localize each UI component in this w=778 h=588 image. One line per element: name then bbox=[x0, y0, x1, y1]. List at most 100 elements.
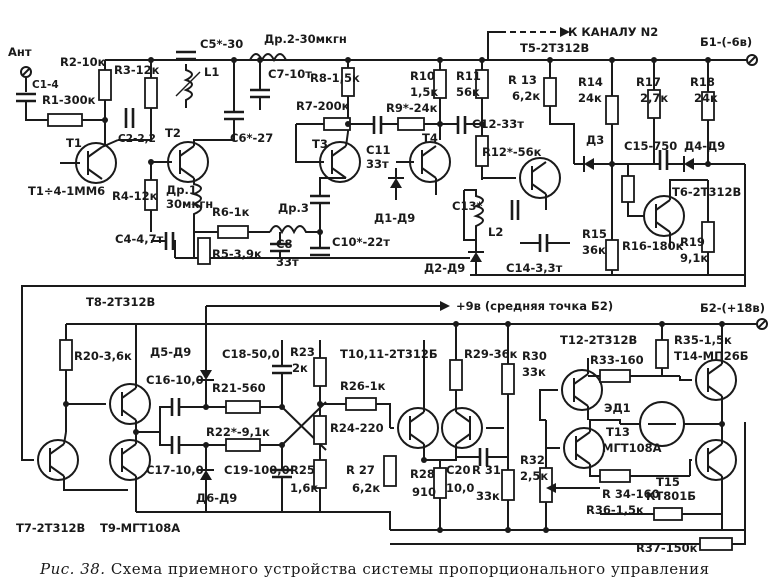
transistor-t12 bbox=[539, 358, 603, 421]
c11-label: C11 bbox=[366, 143, 390, 157]
r32-label: R32 bbox=[520, 453, 545, 467]
inductor-dr3 bbox=[269, 225, 320, 235]
transistor-t4 bbox=[396, 141, 451, 195]
r22-label: R22*-9,1к bbox=[206, 425, 270, 439]
t13-label: T13 bbox=[606, 425, 630, 439]
channel-2-tap bbox=[487, 31, 500, 60]
r11-label: R11 bbox=[456, 69, 481, 83]
r23-label: R23 bbox=[290, 345, 315, 359]
r15-value: 36к bbox=[582, 243, 606, 257]
c19-label: C19-100,0 bbox=[224, 463, 290, 477]
resistor-r34 bbox=[599, 469, 631, 483]
t5-label: T5-2Т312В bbox=[520, 41, 589, 55]
r18-value: 24к bbox=[694, 91, 718, 105]
resistor-r21 bbox=[225, 400, 261, 414]
resistor-r26 bbox=[345, 397, 377, 411]
figure-title: Схема приемного устройства системы пропо… bbox=[110, 560, 710, 578]
c15-label: C15-750 bbox=[624, 139, 677, 153]
top-channel-label: К КАНАЛУ N2 bbox=[568, 25, 658, 39]
capacitor-c16 bbox=[159, 398, 226, 432]
dr3-label: Др.3 bbox=[278, 201, 309, 215]
r5-label: R5-3,9к bbox=[212, 247, 262, 261]
r24-label: R24-220 bbox=[330, 421, 384, 435]
c8-value: 33т bbox=[276, 255, 299, 269]
t3-label: T3 bbox=[312, 137, 328, 151]
capacitor-c7 bbox=[250, 60, 270, 110]
c1-label: C1-4 bbox=[32, 79, 59, 91]
r12-label: R12*-56к bbox=[482, 145, 542, 159]
r16-label: R16-180к bbox=[622, 239, 684, 253]
resistor-r15 bbox=[605, 239, 619, 271]
r33-label: R33-160 bbox=[590, 353, 644, 367]
capacitor-c5 bbox=[176, 50, 196, 61]
t14-label: T14-МП26Б bbox=[674, 349, 748, 363]
resistor-r16 bbox=[621, 175, 635, 203]
r19-label: R19 bbox=[680, 235, 705, 249]
c11-value: 33т bbox=[366, 157, 389, 171]
resistor-r22 bbox=[225, 438, 261, 452]
resistor-r1 bbox=[47, 113, 83, 127]
r30-label: R30 bbox=[522, 349, 547, 363]
capacitor-c11 bbox=[362, 116, 398, 134]
c2-label: C2-2,2 bbox=[118, 133, 156, 145]
figure-caption: Рис. 38. Схема приемного устройства сист… bbox=[40, 560, 760, 578]
c8-label: C8 bbox=[276, 237, 292, 251]
r4-label: R4-12к bbox=[112, 189, 158, 203]
transistor-t3 bbox=[295, 124, 361, 196]
t12-label: T12-2Т312В bbox=[560, 333, 637, 347]
b2-label: Б2-(+18в) bbox=[700, 301, 765, 315]
transistor-t6 bbox=[643, 179, 708, 248]
resistor-r6 bbox=[217, 225, 249, 239]
capacitor-c17 bbox=[159, 432, 226, 454]
motor-ed1 bbox=[620, 401, 700, 447]
d4-label: Д4-Д9 bbox=[684, 139, 725, 153]
resistor-r23 bbox=[313, 357, 327, 387]
r34-label: R 34-160 bbox=[602, 487, 660, 501]
r23-value: 2к bbox=[292, 361, 308, 375]
ed1-label: ЭД1 bbox=[604, 401, 631, 415]
c20-value: 10,0 bbox=[446, 481, 474, 495]
r26-label: R26-1к bbox=[340, 379, 386, 393]
c20-label: C20 bbox=[446, 463, 470, 477]
l2-label: L2 bbox=[488, 225, 503, 239]
diode-d5 bbox=[198, 306, 214, 407]
transistor-t15 bbox=[689, 424, 737, 530]
capacitor-c18 bbox=[272, 340, 292, 407]
c5-label: C5*-30 bbox=[200, 37, 243, 51]
r9-label: R9*-24к bbox=[386, 101, 438, 115]
r35-label: R35-1,5к bbox=[674, 333, 732, 347]
figure-number: Рис. 38. bbox=[40, 560, 106, 578]
upper-ground-rail bbox=[175, 257, 745, 276]
capacitor-c8 bbox=[270, 232, 290, 258]
r29-label: R29-36к bbox=[464, 347, 518, 361]
d1-label: Д1-Д9 bbox=[374, 211, 415, 225]
c7-label: C7-10т bbox=[268, 67, 312, 81]
r13-value: 6,2к bbox=[512, 89, 540, 103]
r28-label: R28 bbox=[410, 467, 435, 481]
c16-label: C16-10,0 bbox=[146, 373, 204, 387]
resistor-r5 bbox=[197, 237, 211, 265]
capacitor-c10 bbox=[310, 194, 330, 257]
c10-label: C10*-22т bbox=[332, 235, 390, 249]
resistor-r35 bbox=[655, 339, 669, 369]
t13-value: МГТ108А bbox=[602, 441, 662, 455]
resistor-r20 bbox=[59, 339, 73, 371]
c13-label: C13* bbox=[452, 199, 482, 213]
transistor-t13 bbox=[546, 419, 621, 477]
d5-label: Д5-Д9 bbox=[150, 345, 191, 359]
r32-value: 2,5к bbox=[520, 469, 548, 483]
resistor-r30 bbox=[501, 363, 515, 395]
transistor-t9 bbox=[109, 432, 151, 512]
r27-value: 6,2к bbox=[352, 481, 380, 495]
resistor-r3 bbox=[144, 77, 158, 109]
c4-label: C4-4,7т bbox=[115, 232, 164, 246]
r17-label: R17 bbox=[636, 75, 661, 89]
l1-label: L1 bbox=[204, 65, 219, 79]
t8-label: T8-2Т312В bbox=[86, 295, 155, 309]
diode-d1 bbox=[388, 168, 404, 200]
resistor-r37 bbox=[699, 537, 733, 551]
link-wire bbox=[21, 164, 746, 432]
resistor-r9 bbox=[397, 117, 425, 131]
r27-label: R 27 bbox=[346, 463, 375, 477]
